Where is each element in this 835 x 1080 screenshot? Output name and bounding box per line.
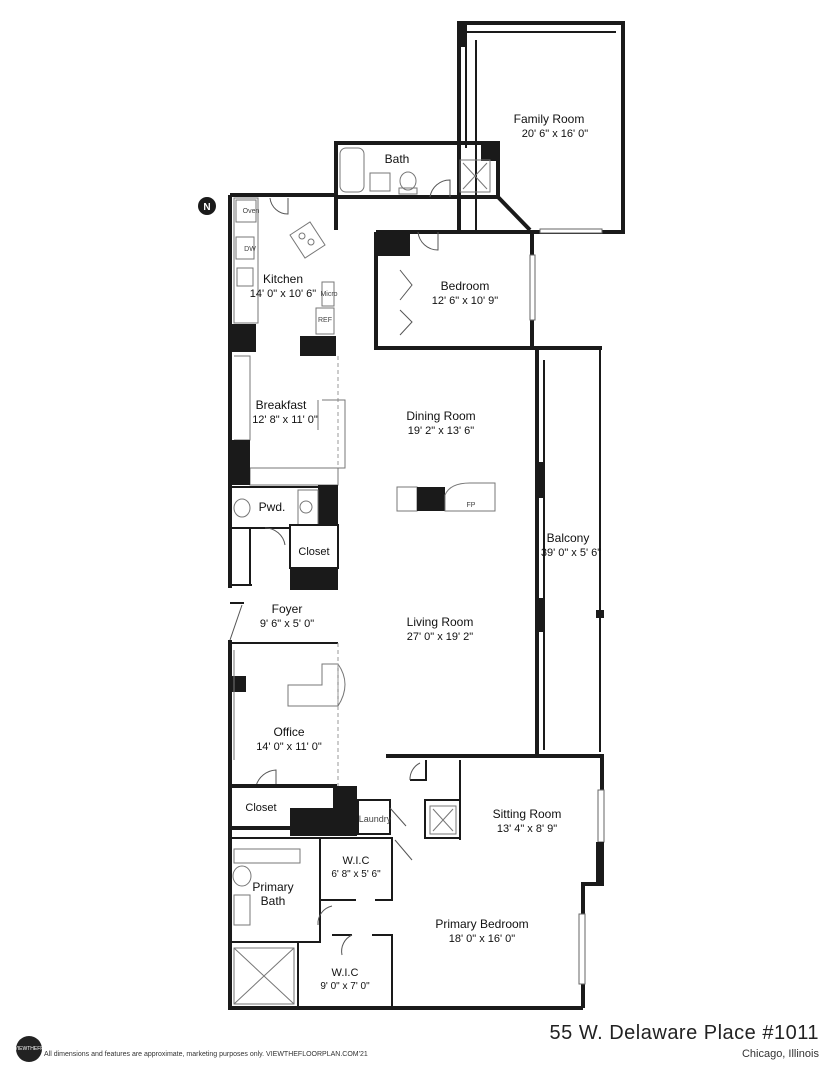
walk-in-closet-1: W.I.C 6' 8" x 5' 6" [319, 837, 393, 901]
breakfast: Breakfast 12' 8" x 11' 0" [230, 355, 346, 486]
powder-and-closet: Pwd. Closet [230, 485, 339, 590]
breakfast-label: Breakfast [256, 398, 307, 412]
balcony-dims: 39' 0" x 5' 6" [541, 547, 601, 559]
sitting-room-dims: 13' 4" x 8' 9" [497, 823, 557, 835]
brand-logo: VIEWTHEFP [14, 1036, 44, 1062]
powder-room-label: Pwd. [259, 500, 286, 514]
primary-bedroom-label: Primary Bedroom [435, 917, 528, 931]
dining-room-dims: 19' 2" x 13' 6" [408, 425, 475, 437]
bath-label: Bath [385, 152, 410, 166]
wic-2-dims: 9' 0" x 7' 0" [320, 981, 370, 992]
property-city: Chicago, Illinois [741, 1048, 819, 1060]
closet-1-label: Closet [298, 546, 329, 558]
wic-2-label: W.I.C [332, 967, 359, 979]
dishwasher-label: DW [244, 246, 256, 253]
living-room-dims: 27' 0" x 19' 2" [407, 631, 474, 643]
fireplace-label: FP [467, 502, 476, 509]
bedroom-dims: 12' 6" x 10' 9" [432, 295, 499, 307]
compass: N [198, 197, 216, 215]
closet-2-label: Closet [245, 802, 276, 814]
primary-bedroom-dims: 18' 0" x 16' 0" [449, 933, 516, 945]
kitchen-dims: 14' 0" x 10' 6" [250, 288, 317, 300]
family-room-label: Family Room [514, 112, 585, 126]
balcony: Balcony 39' 0" x 5' 6" [535, 346, 604, 752]
dining-room-label: Dining Room [406, 409, 475, 423]
property-address: 55 W. Delaware Place #1011 [549, 1022, 819, 1044]
kitchen-label: Kitchen [263, 272, 303, 286]
dining-room: FP Dining Room 19' 2" x 13' 6" [396, 409, 496, 512]
family-room: Family Room 20' 6" x 16' 0" [457, 21, 625, 234]
office-dims: 14' 0" x 11' 0" [256, 741, 322, 753]
family-room-dims: 20' 6" x 16' 0" [522, 128, 589, 140]
walk-in-closet-2: W.I.C 9' 0" x 7' 0" [297, 934, 393, 1006]
office-label: Office [273, 725, 304, 739]
laundry-label: Laundry [359, 814, 392, 824]
office: Office 14' 0" x 11' 0" [230, 642, 346, 787]
closet-and-laundry: Closet Laundry [230, 760, 461, 861]
living-room-label: Living Room [407, 615, 474, 629]
microwave-label: Micro [320, 291, 337, 298]
foyer-label: Foyer [272, 602, 303, 616]
wic-1-label: W.I.C [343, 855, 370, 867]
oven-label: Oven [243, 208, 260, 215]
balcony-label: Balcony [547, 531, 590, 545]
compass-north-label: N [203, 202, 210, 213]
refrigerator-label: REF [318, 317, 332, 324]
bath-top: Bath [334, 141, 500, 199]
disclaimer: All dimensions and features are approxim… [44, 1051, 368, 1058]
wic-1-dims: 6' 8" x 5' 6" [331, 869, 381, 880]
primary-bath-label-1: Primary [252, 880, 293, 894]
primary-bath: Primary Bath [230, 837, 333, 1005]
compass-icon [198, 197, 216, 215]
kitchen: Oven DW Micro REF Kitchen 14' 0" x 10' 6… [230, 197, 338, 356]
living-room: Living Room 27' 0" x 19' 2" [386, 615, 537, 758]
primary-bath-label-2: Bath [261, 894, 286, 908]
breakfast-dims: 12' 8" x 11' 0" [252, 414, 318, 426]
bedroom: Bedroom 12' 6" x 10' 9" [376, 231, 536, 336]
primary-suite: Sitting Room 13' 4" x 8' 9" Primary Bedr… [435, 789, 605, 985]
sitting-room-label: Sitting Room [493, 807, 562, 821]
foyer: Foyer 9' 6" x 5' 0" [229, 602, 314, 641]
bedroom-label: Bedroom [441, 279, 490, 293]
foyer-dims: 9' 6" x 5' 0" [260, 618, 314, 630]
